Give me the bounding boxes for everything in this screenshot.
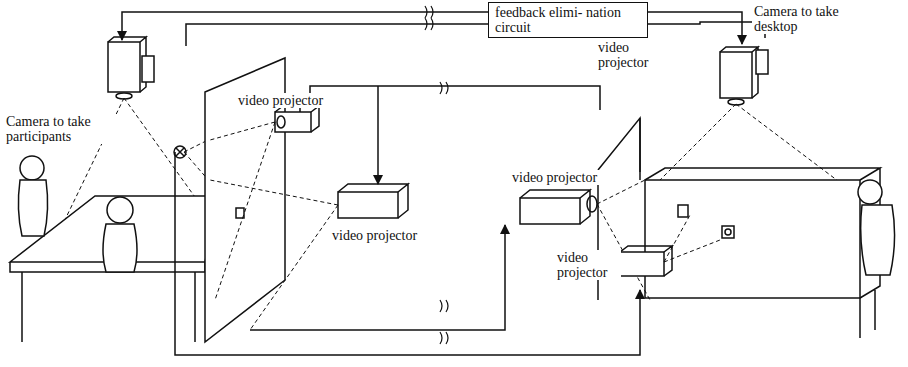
device-label: Camera to take participants bbox=[4, 114, 118, 144]
device-label: video projector bbox=[596, 40, 670, 70]
device-label: video projector bbox=[236, 93, 325, 108]
circuit-box: feedback elimi- nation circuit bbox=[488, 2, 648, 38]
device-label: video projector bbox=[330, 228, 419, 243]
device-label: video projector bbox=[555, 250, 621, 280]
device-label: video projector bbox=[510, 170, 599, 185]
box-label: feedback elimi- nation circuit bbox=[489, 3, 647, 37]
device-label: Camera to take desktop bbox=[752, 4, 851, 34]
